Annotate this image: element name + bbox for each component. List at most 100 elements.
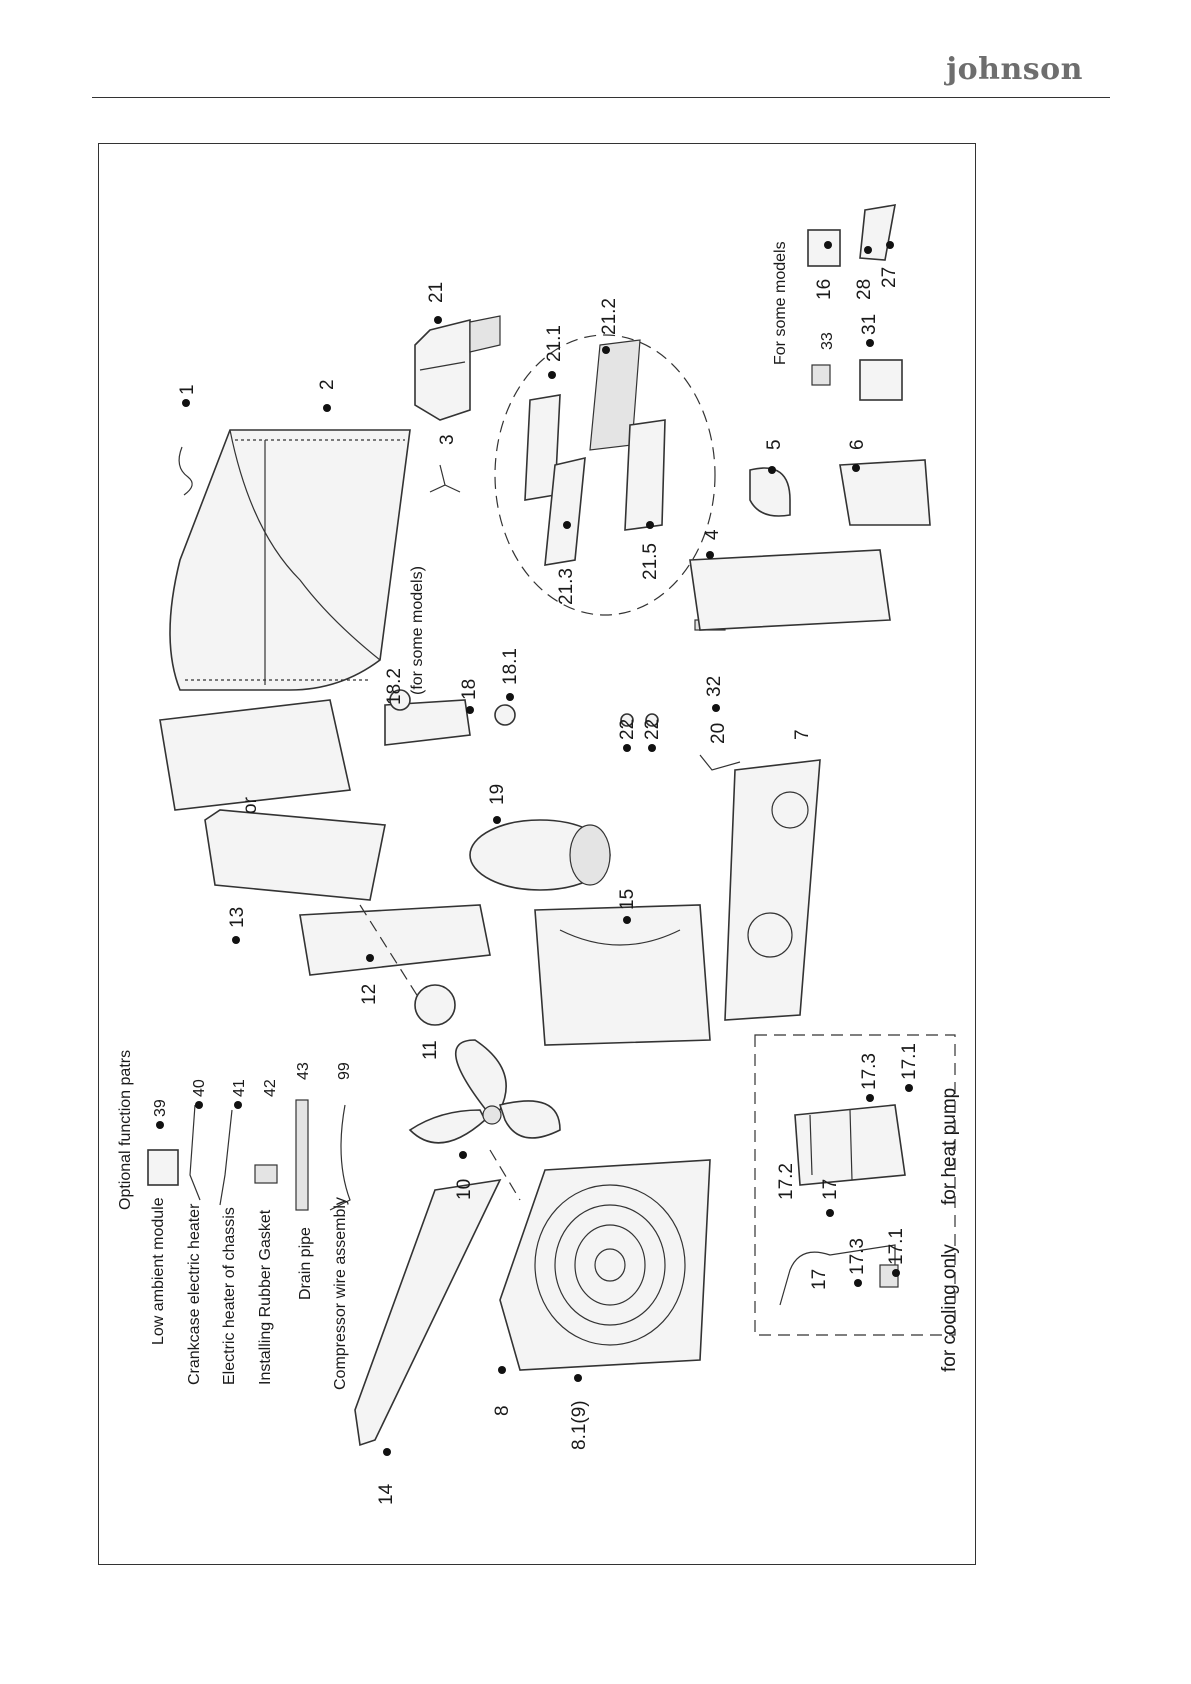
label-21-5: 21.5 [640, 543, 661, 580]
label-10: 10 [454, 1179, 475, 1200]
diagram-frame [98, 143, 976, 1565]
part-12-motor-bracket [299, 904, 491, 976]
part-18-valve [384, 699, 471, 746]
label-18-2: 18.2 [384, 668, 405, 705]
label-32: 32 [704, 676, 725, 697]
label-20: 20 [708, 723, 729, 744]
part-21-3-frame [544, 456, 586, 566]
label-22-a: 22 [617, 719, 638, 740]
label-compressor-wire: Compressor wire assembly [332, 1197, 349, 1390]
part-22-nut-b [645, 713, 659, 727]
part-11-fan-motor [414, 984, 456, 1026]
label-4: 4 [702, 529, 723, 540]
label-19: 19 [487, 784, 508, 805]
part-31-board [859, 359, 903, 401]
part-5-cover [749, 467, 791, 517]
label-drain-pipe: Drain pipe [297, 1227, 314, 1300]
part-39-low-ambient-module [147, 1149, 179, 1186]
label-7: 7 [792, 729, 813, 740]
optional-parts-title: Optional function patrs [117, 1050, 134, 1210]
label-2: 2 [317, 379, 338, 390]
label-13: 13 [227, 907, 248, 928]
label-42: 42 [262, 1079, 279, 1097]
header-divider [92, 97, 1110, 98]
part-13-alt-panel [159, 699, 351, 811]
label-8-1-9: 8.1(9) [569, 1400, 590, 1450]
label-39: 39 [152, 1099, 169, 1117]
label-21-1: 21.1 [544, 325, 565, 362]
label-22-b: 22 [642, 719, 663, 740]
part-3-clip [429, 464, 461, 493]
label-rubber-gasket: Installing Rubber Gasket [257, 1209, 274, 1385]
part-33-relay [811, 364, 831, 386]
label-3: 3 [437, 434, 458, 445]
label-21: 21 [426, 282, 447, 303]
part-42-rubber-gasket [254, 1164, 278, 1184]
label-21-2: 21.2 [599, 298, 620, 335]
label-crankcase-heater: Crankcase electric heater [186, 1203, 203, 1385]
part-4-side-plate [689, 549, 891, 631]
label-14: 14 [376, 1483, 397, 1505]
refrigerant-options-box [754, 1034, 956, 1336]
label-27: 27 [879, 267, 900, 288]
label-28: 28 [854, 279, 875, 300]
label-chassis-heater: Electric heater of chassis [221, 1207, 238, 1385]
label-12: 12 [359, 984, 380, 1005]
part-13-panel [204, 809, 386, 901]
label-43: 43 [295, 1062, 312, 1080]
label-6: 6 [847, 439, 868, 450]
label-low-ambient-module: Low ambient module [150, 1197, 167, 1345]
label-for-heat-pump: for heat pump [939, 1088, 960, 1205]
part-10-fan-blade [408, 1039, 561, 1144]
connector-line-front [489, 1149, 521, 1201]
part-15-partition [534, 904, 711, 1046]
label-16: 16 [814, 279, 835, 300]
part-2-condenser [169, 429, 411, 691]
label-17-cooling: 17 [809, 1269, 830, 1290]
label-33: 33 [819, 332, 836, 350]
label-40: 40 [191, 1079, 208, 1097]
part-41-chassis-heater [219, 1109, 233, 1206]
part-17-cooling-assembly [779, 1244, 896, 1306]
label-17-2: 17.2 [776, 1163, 797, 1200]
label-17-heat-pump: 17 [820, 1179, 841, 1200]
label-1: 1 [177, 384, 198, 395]
part-18-2-valve [389, 689, 411, 711]
part-14-top-cover [354, 1178, 502, 1447]
part-19-compressor [469, 819, 611, 891]
part-21-5-box [624, 419, 666, 531]
label-5: 5 [764, 439, 785, 450]
label-17-3-heat-pump: 17.3 [859, 1053, 880, 1090]
part-99-compressor-wire [329, 1104, 351, 1211]
part-1-wire [178, 446, 193, 496]
label-8: 8 [492, 1405, 513, 1416]
label-18-1: 18.1 [500, 648, 521, 685]
label-17-1-cooling: 17.1 [886, 1228, 907, 1265]
label-17-1-heat-pump: 17.1 [899, 1043, 920, 1080]
part-20-clip [699, 754, 741, 771]
label-11: 11 [420, 1040, 441, 1060]
part-21-electric-box [414, 315, 501, 421]
label-for-some-models-paren: (for some models) [409, 566, 426, 695]
part-7-chassis [724, 759, 821, 1021]
part-8-front-panel [499, 1159, 711, 1371]
part-40-crankcase-heater [189, 1104, 201, 1201]
label-or: or [240, 796, 261, 814]
label-for-cooling-only: for cooling only [939, 1244, 960, 1372]
label-99: 99 [336, 1062, 353, 1080]
label-for-some-models: For some models [772, 241, 789, 365]
label-17-3-cooling: 17.3 [847, 1238, 868, 1275]
part-18-1-valve [494, 704, 516, 726]
label-15: 15 [617, 889, 638, 910]
electric-parts-group-outline [494, 334, 716, 616]
label-31: 31 [859, 314, 880, 335]
part-43-drain-pipe [295, 1099, 309, 1211]
part-17-heat-pump-assembly [794, 1104, 906, 1186]
brand-logo: johnson [946, 52, 1083, 87]
part-16-block [807, 229, 841, 267]
part-6-box [839, 459, 931, 526]
label-41: 41 [231, 1079, 248, 1097]
label-21-3: 21.3 [556, 568, 577, 605]
part-22-nut-a [620, 713, 634, 727]
